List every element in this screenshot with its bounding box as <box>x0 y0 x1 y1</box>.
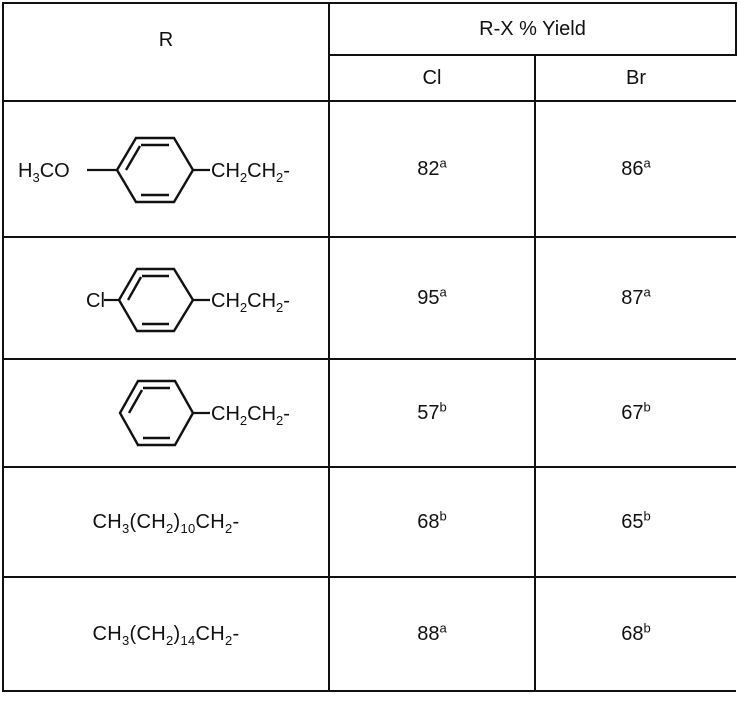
benzene-ring-icon <box>115 136 195 204</box>
cl-yield-cell: 57b <box>328 358 536 468</box>
cl-yield-cell: 88a <box>328 576 536 692</box>
substituent-label: Cl <box>86 290 105 312</box>
r-formula-dodecyl: CH3(CH2)10CH2- <box>2 466 330 578</box>
r-structure-methoxyphenethyl: H3CO CH2CH2- <box>2 100 330 238</box>
header-cl: Cl <box>328 54 536 102</box>
table-row: CH2CH2- 57b 67b <box>2 358 736 468</box>
r-formula-hexadecyl: CH3(CH2)14CH2- <box>2 576 330 692</box>
br-yield-cell: 86a <box>534 100 736 238</box>
br-yield-cell: 65b <box>534 466 736 578</box>
tail-label: CH2CH2- <box>211 403 290 428</box>
table-row: CH3(CH2)14CH2- 88a 68b <box>2 576 736 692</box>
cl-yield-cell: 95a <box>328 236 536 360</box>
tail-label: CH2CH2- <box>211 290 290 315</box>
r-structure-chlorophenethyl: Cl CH2CH2- <box>2 236 330 360</box>
benzene-ring-icon <box>118 379 195 447</box>
chlorophenethyl-structure: Cl CH2CH2- <box>86 267 290 333</box>
phenethyl-structure: CH2CH2- <box>118 379 290 447</box>
br-yield-cell: 68b <box>534 576 736 692</box>
r-structure-phenethyl: CH2CH2- <box>2 358 330 468</box>
table-row: H3CO CH2CH2- 82a 86a <box>2 100 736 238</box>
tail-label: CH2CH2- <box>211 160 290 185</box>
cl-yield-cell: 68b <box>328 466 536 578</box>
br-yield-cell: 67b <box>534 358 736 468</box>
br-yield-cell: 87a <box>534 236 736 360</box>
header-rx-yield: R-X % Yield <box>328 2 737 56</box>
table-row: Cl CH2CH2- 95a 87a <box>2 236 736 360</box>
cl-yield-cell: 82a <box>328 100 536 238</box>
substituent-label: H3CO <box>18 160 70 185</box>
header-r: R <box>2 2 330 102</box>
header-br: Br <box>534 54 736 102</box>
table-row: CH3(CH2)10CH2- 68b 65b <box>2 466 736 578</box>
methoxyphenethyl-structure: H3CO CH2CH2- <box>18 136 290 204</box>
benzene-ring-icon <box>117 267 195 333</box>
